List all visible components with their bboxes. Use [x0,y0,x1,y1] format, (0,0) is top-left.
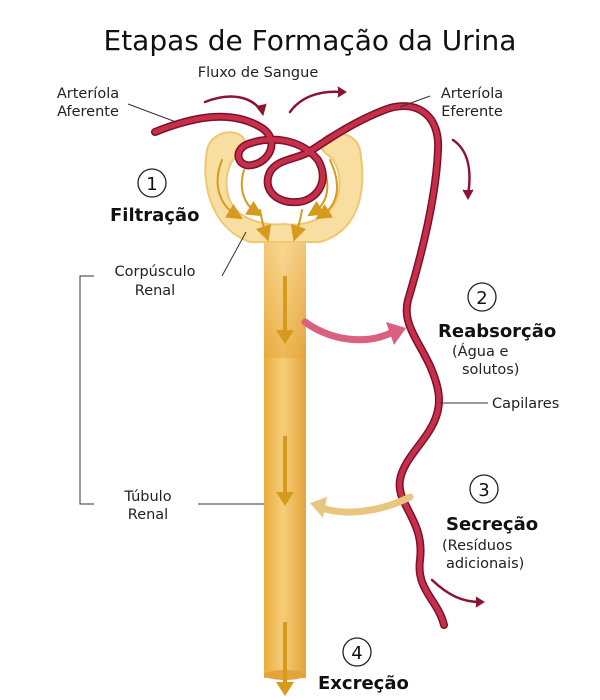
stage-number-circle [469,474,499,504]
stage-number: 2 [476,288,487,309]
renal-corpuscle-label-line2: Renal [135,283,175,299]
tubule-flow-arrows [276,276,294,696]
capillaries-label: Capilares [492,396,559,412]
leader-lines [79,95,488,505]
stage-name: Secreção [446,514,538,535]
stage-reabsorption: 2 Reabsorção (Água e solutos) [438,282,556,378]
secretion-arrow [310,493,414,518]
bowman-capsule [204,131,364,243]
stage-number: 3 [478,480,489,501]
stage-detail-line2: solutos) [462,362,519,378]
efferent-arteriole-label-line2: Eferente [441,104,503,120]
afferent-arteriole-label-line2: Aferente [57,104,119,120]
renal-tubule-label-line2: Renal [128,507,168,523]
diagram-title: Etapas de Formação da Urina [104,24,517,57]
stage-excretion: 4 Excreção [318,637,409,694]
stage-name: Filtração [110,205,199,226]
blood-vessel [151,102,448,629]
reabsorption-arrow [301,318,406,345]
stage-secretion: 3 Secreção (Resíduos adicionais) [442,474,538,572]
stage-number-circle [467,282,497,312]
filtration-flow-arrows [216,159,338,242]
efferent-arteriole-label-line1: Arteríola [441,86,503,102]
blood-flow-label: Fluxo de Sangue [198,65,319,81]
stage-name: Excreção [318,673,409,694]
blood-flow-arrows [203,86,485,608]
renal-tubule-label-line1: Túbulo [123,489,171,505]
stage-number-circle [137,168,167,198]
stage-detail-line2: adicionais) [446,556,524,572]
stage-filtration: 1 Filtração [110,168,199,226]
stage-detail-line1: (Resíduos [442,538,512,554]
stage-name: Reabsorção [438,321,556,342]
stage-number: 1 [146,174,157,195]
stage-detail-line1: (Água e [452,343,508,360]
renal-corpuscle-label-line1: Corpúsculo [115,264,196,280]
afferent-arteriole-label-line1: Arteríola [57,86,119,102]
stage-number: 4 [351,643,362,664]
stage-number-circle [342,637,372,667]
